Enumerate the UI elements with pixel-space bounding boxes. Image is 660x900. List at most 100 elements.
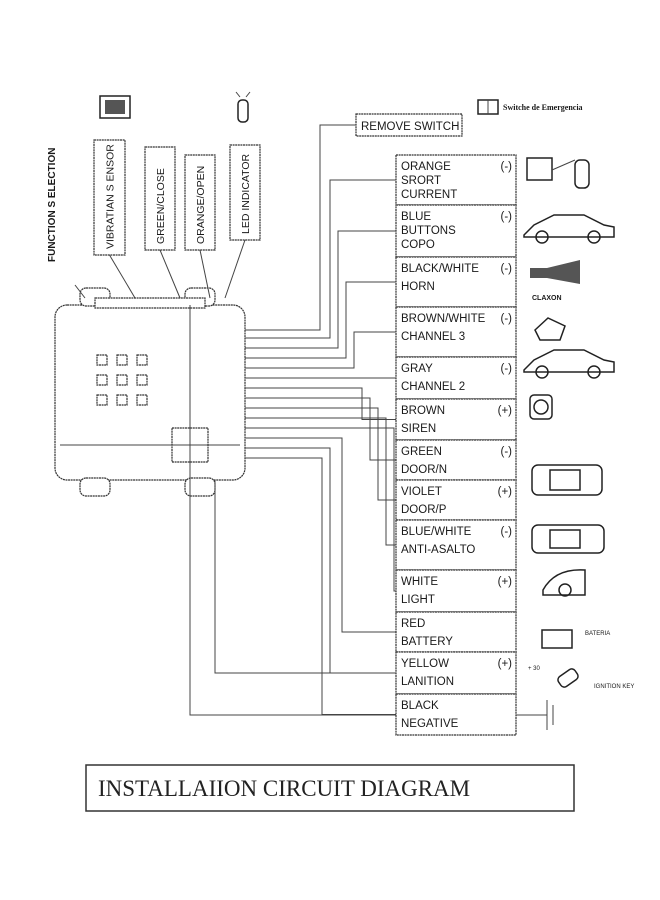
- wire-color: BROWN/WHITE: [401, 313, 486, 325]
- wire-function: NEGATIVE: [401, 718, 459, 730]
- function-button: [136, 394, 148, 406]
- claxon-label: CLAXON: [532, 295, 562, 302]
- wire-polarity: (-): [501, 363, 513, 375]
- wire-line: [245, 427, 396, 592]
- wire-polarity: (-): [501, 446, 513, 458]
- function-button: [136, 354, 148, 366]
- function-button: [96, 354, 108, 366]
- headlight-icon: [542, 569, 586, 597]
- remove-switch-label: REMOVE SWITCH: [361, 121, 459, 133]
- vibration-sensor-icon: [99, 95, 131, 119]
- wire-polarity: (-): [501, 263, 513, 275]
- emergency-switch-label: Switche de Emergencia: [503, 103, 583, 112]
- wire-function-2: COPO: [401, 239, 435, 251]
- wire-color: WHITE: [401, 576, 438, 588]
- module-icon: [534, 317, 566, 341]
- wire-function: CHANNEL 2: [401, 381, 465, 393]
- wire-terminal-box: WHITE (+) LIGHT: [395, 569, 517, 613]
- function-button: [136, 374, 148, 386]
- wire-function: BUTTONS: [401, 225, 456, 237]
- wire-line: [245, 281, 396, 359]
- wire-polarity: (-): [501, 526, 513, 538]
- wire-line: [245, 447, 396, 674]
- wire-color: RED: [401, 618, 425, 630]
- wire-terminal-box: BLACK/WHITE(-)HORN: [395, 256, 517, 308]
- function-button: [116, 354, 128, 366]
- emergency-switch-icon: [477, 99, 499, 115]
- wire-function: SRORT: [401, 175, 441, 187]
- wire-color: YELLOW: [401, 658, 449, 670]
- wire-function: LIGHT: [401, 594, 435, 606]
- wire-function: ANTI-ASALTO: [401, 544, 475, 556]
- bateria-label: BATERIA: [585, 631, 610, 637]
- wire-line: [245, 417, 396, 546]
- wire-function: DOOR/N: [401, 464, 447, 476]
- wire-terminal-box: BROWN/WHITE (-) CHANNEL 3: [395, 306, 517, 358]
- input-box: [144, 146, 176, 251]
- wire-polarity: (-): [501, 161, 513, 173]
- wire-function: DOOR/P: [401, 504, 447, 516]
- car-trunk-open-icon: [523, 349, 615, 379]
- wire-function: SIREN: [401, 423, 436, 435]
- input-label: VIBRATIAN S ENSOR: [105, 144, 117, 249]
- title-box: [85, 764, 575, 812]
- wire-terminal-box: BROWN (+) SIREN: [395, 398, 517, 441]
- battery-icon: [541, 629, 573, 649]
- plus30-label: + 30: [528, 666, 541, 672]
- wire-terminal-box: RED BATTERY: [395, 611, 517, 653]
- wire-color: BLACK: [401, 700, 439, 712]
- wire-function: CHANNEL 3: [401, 331, 465, 343]
- wire-line: [245, 387, 396, 420]
- car-top-door-icon: [531, 524, 605, 554]
- function-button: [116, 374, 128, 386]
- wire-line: [245, 397, 396, 461]
- wire-terminal-box: VIOLET(+)DOOR/P: [395, 479, 517, 521]
- wire-terminal-box: YELLOW (+) LANITION: [395, 651, 517, 695]
- wire-polarity: (+): [498, 405, 513, 417]
- car-top-doors-icon: [531, 464, 603, 496]
- ground-icon: [546, 700, 554, 730]
- wire-polarity: (+): [498, 576, 513, 588]
- wire-color: GREEN: [401, 446, 442, 458]
- car-hood-open-icon: [523, 214, 615, 244]
- input-box: [184, 154, 216, 251]
- wire-terminal-box: GREEN (-) DOOR/N: [395, 439, 517, 481]
- input-box: [93, 139, 126, 256]
- wire-function: LANITION: [401, 676, 454, 688]
- function-button: [116, 394, 128, 406]
- function-button: [96, 394, 108, 406]
- wire-color: GRAY: [401, 363, 433, 375]
- wire-terminal-box: BLUE/WHITE (-) ANTI-ASALTO: [395, 519, 517, 571]
- wire-color: BLUE: [401, 211, 431, 223]
- wire-line: [245, 331, 396, 369]
- wire-line: [245, 437, 396, 633]
- wire-polarity: (-): [501, 313, 513, 325]
- relay-coil-icon: [526, 157, 590, 189]
- function-selection-label: FUNCTION S ELECTION: [47, 148, 58, 262]
- ignition-key-icon: [557, 668, 579, 688]
- wire-line: [245, 457, 396, 715]
- wire-function: HORN: [401, 281, 435, 293]
- wire-line: [245, 407, 396, 501]
- wire-function: BATTERY: [401, 636, 453, 648]
- control-unit: [54, 284, 246, 497]
- function-buttons: [96, 354, 148, 406]
- wire-terminal-box: BLACK NEGATIVE: [395, 693, 517, 736]
- siren-icon: [529, 394, 553, 420]
- input-box: [229, 144, 261, 241]
- input-label: ORANGE/OPEN: [195, 166, 207, 244]
- wire-color: ORANGE: [401, 161, 451, 173]
- wire-color: BLUE/WHITE: [401, 526, 472, 538]
- wire-polarity: (+): [498, 658, 513, 670]
- wire-color: BROWN: [401, 405, 445, 417]
- wire-line: [245, 179, 396, 339]
- led-bulb-icon: [235, 91, 251, 123]
- wire-line: [245, 230, 396, 349]
- horn-icon: [530, 260, 580, 284]
- ignition-label: IGNITION KEY: [594, 684, 634, 690]
- wire-color: VIOLET: [401, 486, 442, 498]
- function-button: [96, 374, 108, 386]
